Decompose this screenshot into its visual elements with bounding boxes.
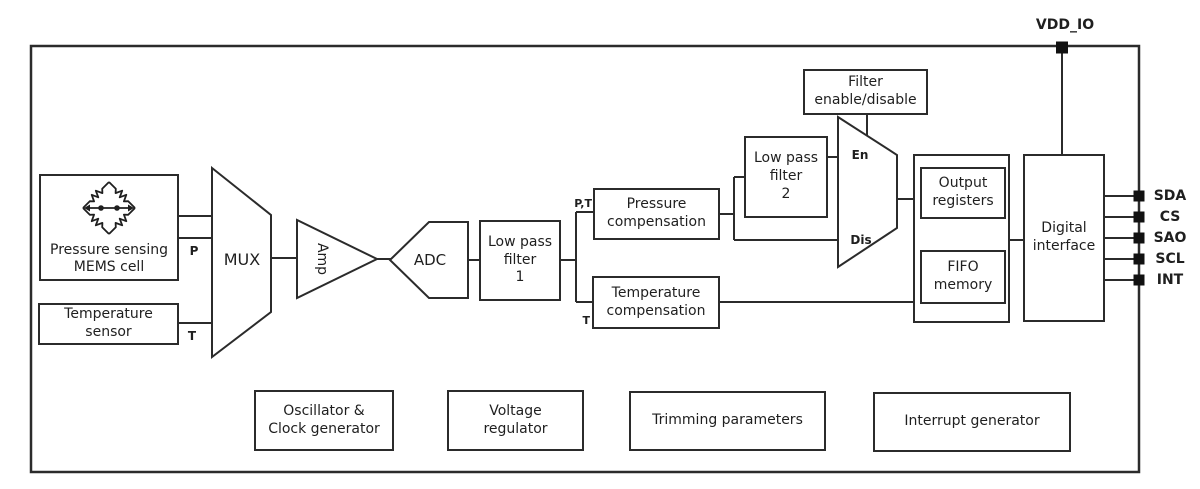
block-label: compensation	[607, 214, 706, 230]
cs-pin-label: CS	[1159, 209, 1181, 225]
scl-pad	[1133, 253, 1145, 265]
block-label: Interrupt generator	[904, 413, 1040, 430]
block-label: 1	[515, 269, 525, 286]
pressure-compensation-block: Pressure compensation	[593, 188, 720, 240]
block-label: memory	[933, 277, 993, 293]
block-label: Oscillator &	[283, 402, 365, 419]
block-label: Temperature	[611, 284, 701, 301]
block-label: FIFO	[947, 259, 979, 276]
sao-pad	[1133, 232, 1145, 244]
selector-dis-label: Dis	[850, 233, 872, 247]
mux-label: MUX	[223, 249, 261, 269]
block-label: Digital	[1041, 220, 1087, 237]
output-registers-block: Output registers	[920, 167, 1006, 219]
adc-shape	[388, 221, 469, 299]
amp-shape	[296, 218, 380, 300]
block-label: Low pass	[753, 150, 819, 167]
interrupt-generator-block: Interrupt generator	[873, 392, 1071, 452]
block-label: registers	[932, 193, 994, 209]
block-label: Clock generator	[268, 420, 380, 437]
fifo-memory-block: FIFO memory	[920, 250, 1006, 304]
low-pass-filter-1-block: Low pass filter 1	[479, 220, 561, 301]
block-label: interface	[1032, 238, 1096, 254]
t-signal-label: T	[187, 329, 197, 343]
block-label: Trimming parameters	[652, 412, 803, 429]
p-signal-label: P	[189, 244, 199, 258]
temperature-compensation-block: Temperature compensation	[592, 276, 720, 329]
sda-pin-label: SDA	[1153, 188, 1187, 204]
block-label: Output	[938, 175, 988, 192]
block-label: sensor	[85, 324, 132, 340]
vdd-io-pin-label: VDD_IO	[1035, 17, 1095, 33]
block-label: filter	[503, 251, 537, 268]
voltage-regulator-block: Voltage regulator	[447, 390, 584, 451]
t-comp-signal-label: T	[582, 314, 590, 327]
int-pad	[1133, 274, 1145, 286]
block-label: Temperature	[64, 306, 153, 323]
oscillator-clock-generator-block: Oscillator & Clock generator	[254, 390, 394, 451]
block-label: MEMS cell	[73, 259, 145, 276]
amp-label: Amp	[314, 242, 330, 276]
selector-en-label: En	[851, 148, 869, 162]
trimming-parameters-block: Trimming parameters	[629, 391, 826, 451]
scl-pin-label: SCL	[1155, 251, 1185, 267]
cs-pad	[1133, 211, 1145, 223]
filter-selector-shape	[837, 115, 898, 269]
sda-pad	[1133, 190, 1145, 202]
filter-enable-disable-block: Filter enable/disable	[803, 69, 928, 115]
mux-shape	[211, 165, 272, 360]
temperature-sensor-block: Temperature sensor	[38, 303, 179, 345]
sao-pin-label: SAO	[1153, 230, 1187, 246]
adc-label: ADC	[413, 251, 447, 269]
block-label: regulator	[483, 420, 548, 437]
int-pin-label: INT	[1156, 272, 1184, 288]
block-label: filter	[769, 168, 803, 185]
block-label: Low pass	[487, 233, 553, 250]
wheatstone-bridge-icon	[80, 180, 138, 242]
pressure-sensing-mems-cell-block: Pressure sensing MEMS cell	[39, 174, 179, 281]
vdd-io-pad	[1056, 41, 1068, 54]
block-label: enable/disable	[814, 92, 917, 108]
block-label: Voltage	[489, 402, 542, 419]
low-pass-filter-2-block: Low pass filter 2	[744, 136, 828, 218]
block-label: Filter	[848, 74, 883, 91]
block-label: 2	[781, 185, 791, 202]
pt-signal-label: P,T	[574, 197, 592, 210]
block-label: Pressure sensing	[50, 241, 168, 258]
block-label: compensation	[606, 302, 706, 319]
digital-interface-block: Digital interface	[1023, 154, 1105, 322]
block-label: Pressure	[626, 196, 687, 213]
